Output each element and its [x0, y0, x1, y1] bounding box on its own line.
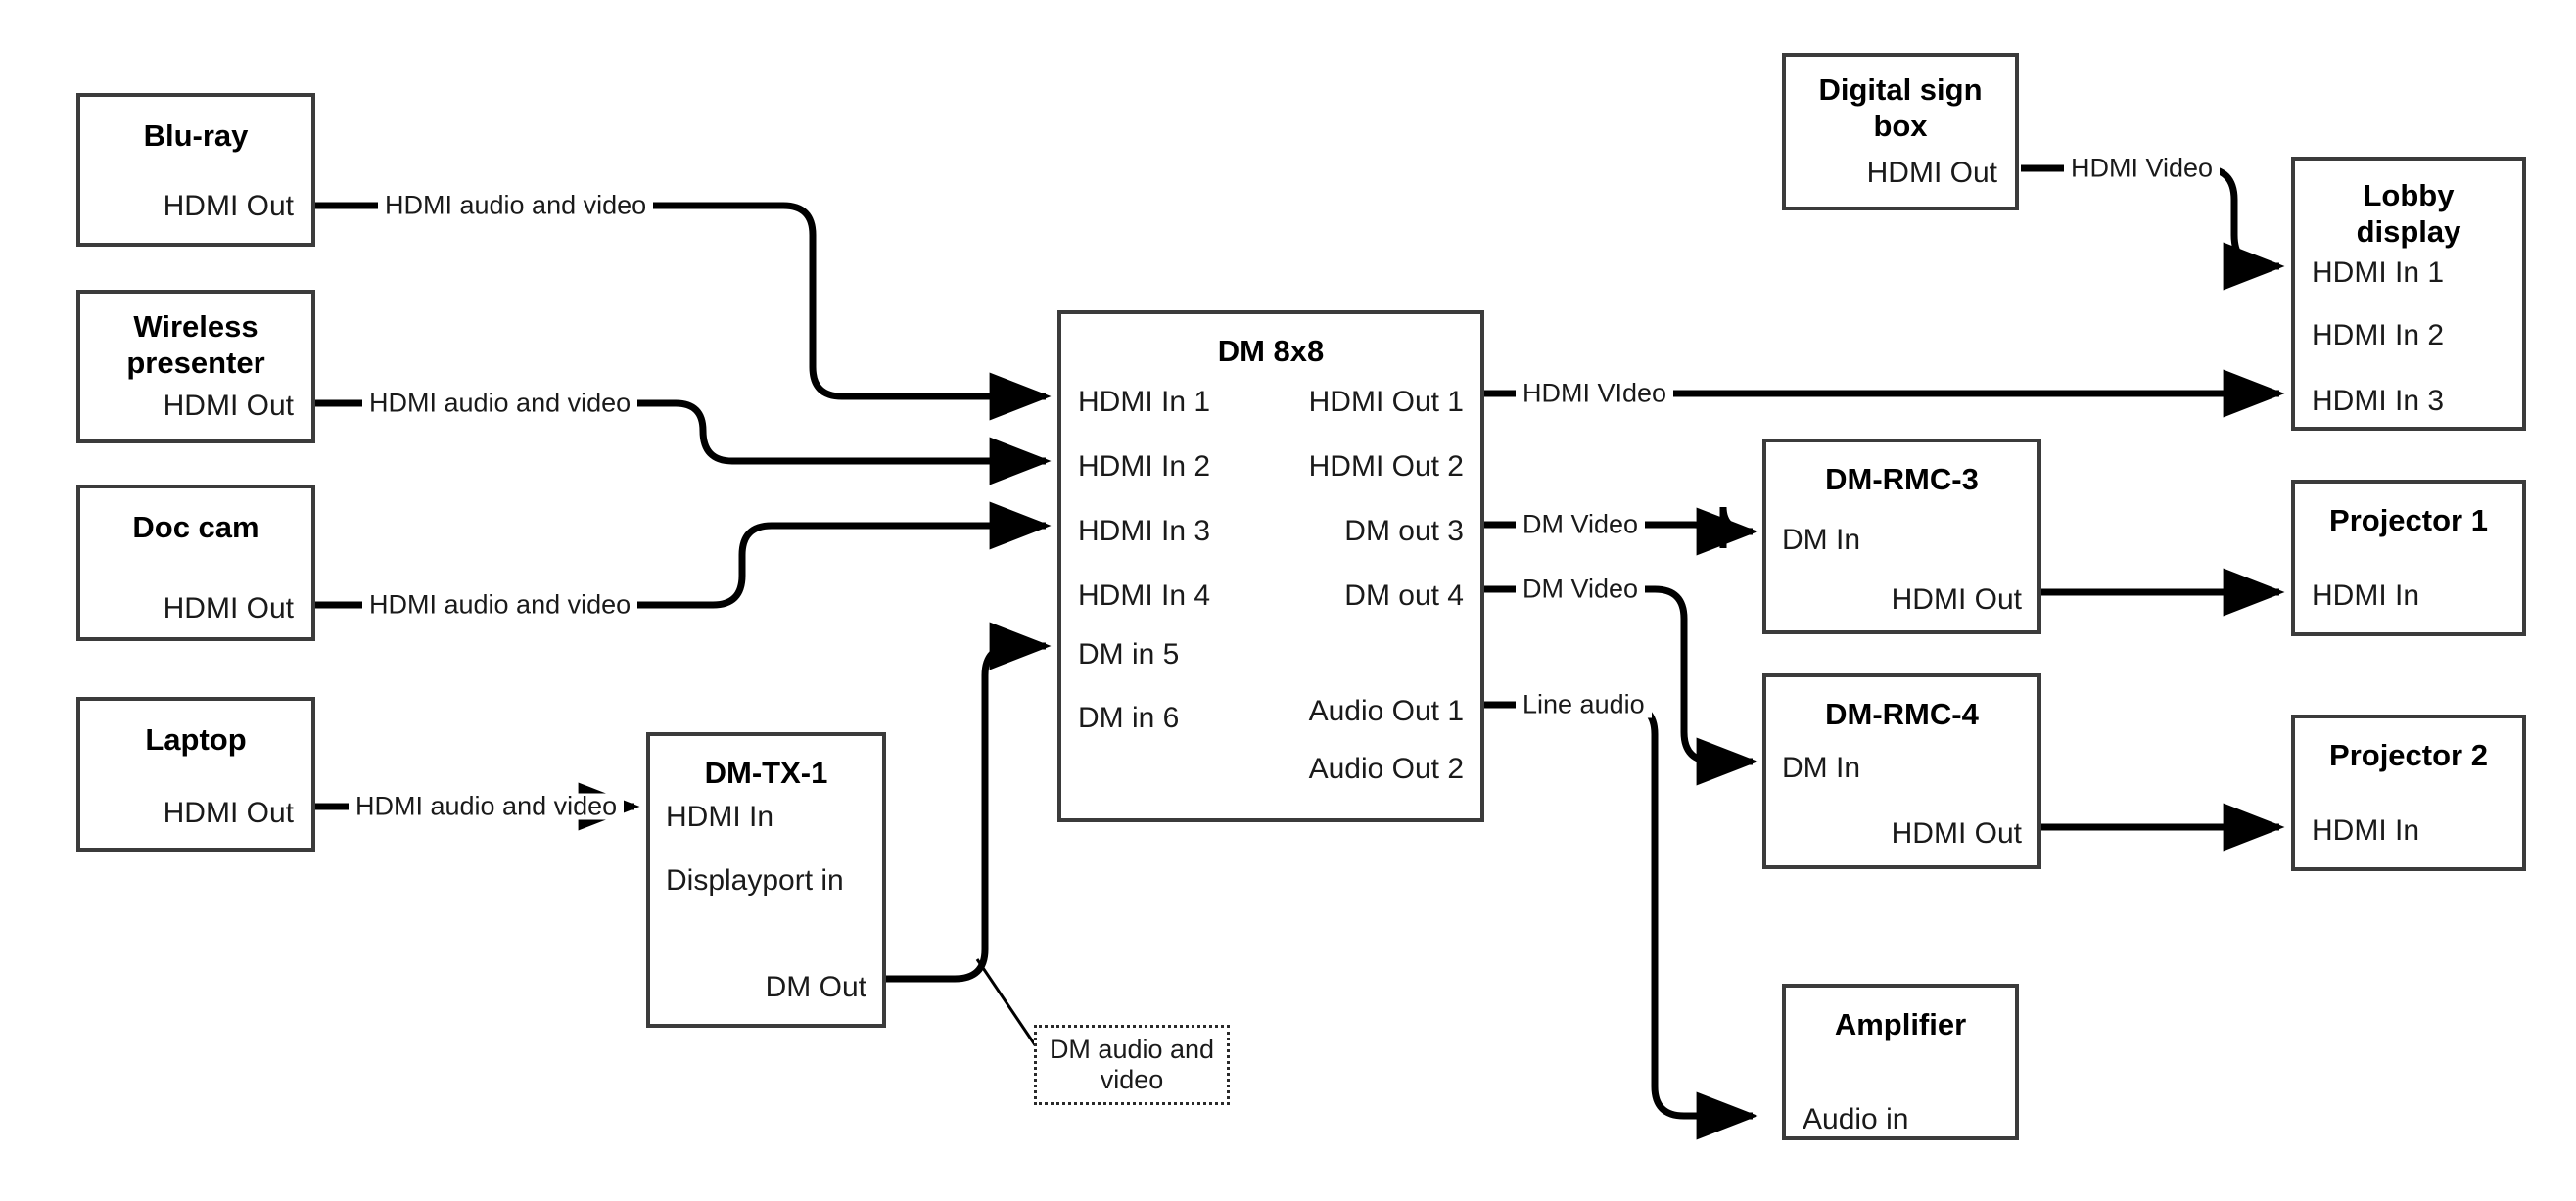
port-doc-cam-hdmi-out: HDMI Out: [163, 592, 294, 624]
wire-label-wireless: HDMI audio and video: [362, 390, 638, 417]
port-dm-rmc-4-dm-in: DM In: [1782, 752, 1861, 784]
port-dm-8x8-hdmi-in-4: HDMI In 4: [1078, 579, 1211, 612]
node-doc-cam[interactable]: Doc cam HDMI Out: [76, 485, 315, 641]
node-bluray[interactable]: Blu-ray HDMI Out: [76, 93, 315, 247]
port-lobby-display-hdmi-in-2: HDMI In 2: [2312, 319, 2445, 351]
node-amplifier[interactable]: Amplifier Audio in: [1782, 984, 2019, 1140]
note-dm-audio-and-video-text: DM audio and video: [1049, 1034, 1215, 1094]
node-projector-1-title: Projector 1: [2329, 503, 2488, 537]
wire-label-line-audio: Line audio: [1516, 691, 1652, 718]
port-dm-8x8-hdmi-in-2: HDMI In 2: [1078, 450, 1211, 483]
port-laptop-hdmi-out: HDMI Out: [163, 797, 294, 829]
wire-bluray-to-dm-in1: [315, 202, 1052, 421]
wire-dm-audioout1-to-amplifier: [1484, 701, 1758, 1140]
wire-label-bluray: HDMI audio and video: [378, 192, 654, 219]
node-laptop[interactable]: Laptop HDMI Out: [76, 697, 315, 852]
node-dm-tx-1[interactable]: DM-TX-1 HDMI In Displayport in DM Out: [646, 732, 886, 1028]
wire-label-laptop: HDMI audio and video: [349, 793, 625, 820]
wire-wireless-to-dm-in2: [315, 399, 1052, 485]
port-lobby-display-hdmi-in-3: HDMI In 3: [2312, 385, 2445, 417]
node-amplifier-title: Amplifier: [1834, 1007, 1967, 1041]
node-dm-8x8[interactable]: DM 8x8 HDMI In 1 HDMI In 2 HDMI In 3 HDM…: [1057, 310, 1484, 822]
port-lobby-display-hdmi-in-1: HDMI In 1: [2312, 256, 2445, 289]
port-dm-8x8-audio-out-1: Audio Out 1: [1308, 695, 1464, 727]
node-digital-sign-box[interactable]: Digital sign box HDMI Out: [1782, 53, 2019, 210]
port-projector-1-hdmi-in: HDMI In: [2312, 579, 2420, 612]
wire-label-doccam: HDMI audio and video: [362, 591, 638, 619]
wire-sign-to-lobby-in1: [2021, 164, 2285, 291]
node-laptop-title: Laptop: [145, 722, 247, 757]
wire-label-dm-video-3: DM Video: [1516, 511, 1646, 538]
node-wireless-presenter[interactable]: Wireless presenter HDMI Out: [76, 290, 315, 443]
node-dm-rmc-3-title: DM-RMC-3: [1825, 462, 1979, 496]
node-projector-2-title: Projector 2: [2329, 738, 2488, 772]
port-dm-tx-1-dm-out: DM Out: [765, 971, 866, 1003]
port-dm-8x8-audio-out-2: Audio Out 2: [1308, 753, 1464, 785]
port-dm-tx-1-hdmi-in: HDMI In: [666, 801, 774, 833]
node-dm-rmc-4-title: DM-RMC-4: [1825, 697, 1979, 731]
node-dm-tx-1-title: DM-TX-1: [704, 756, 828, 790]
note-dm-audio-and-video: DM audio and video: [1034, 1025, 1230, 1105]
port-projector-2-hdmi-in: HDMI In: [2312, 814, 2420, 847]
port-dm-8x8-hdmi-out-1: HDMI Out 1: [1308, 386, 1464, 418]
port-dm-8x8-dm-in-6: DM in 6: [1078, 702, 1180, 734]
node-lobby-display-title: Lobby display: [2356, 178, 2461, 249]
port-dm-8x8-dm-in-5: DM in 5: [1078, 638, 1180, 670]
node-bluray-title: Blu-ray: [143, 118, 249, 153]
wire-label-sign-hdmi-video: HDMI Video: [2064, 155, 2221, 182]
node-dm-rmc-4[interactable]: DM-RMC-4 DM In HDMI Out: [1762, 673, 2041, 869]
node-projector-1[interactable]: Projector 1 HDMI In: [2291, 480, 2526, 636]
port-digital-sign-box-hdmi-out: HDMI Out: [1866, 157, 1997, 189]
leader-line-dm-audio-video-note: [975, 958, 1040, 1050]
node-lobby-display[interactable]: Lobby display HDMI In 1 HDMI In 2 HDMI I…: [2291, 157, 2526, 431]
port-bluray-hdmi-out: HDMI Out: [163, 190, 294, 222]
port-dm-rmc-3-dm-in: DM In: [1782, 524, 1861, 556]
wire-label-hdmi-video-out1: HDMI VIdeo: [1516, 380, 1674, 407]
port-wireless-presenter-hdmi-out: HDMI Out: [163, 390, 294, 422]
port-dm-tx-1-displayport-in: Displayport in: [666, 864, 844, 897]
wire-doccam-to-dm-in3: [315, 501, 1052, 609]
port-dm-8x8-dm-out-4: DM out 4: [1344, 579, 1464, 612]
port-dm-8x8-hdmi-out-2: HDMI Out 2: [1308, 450, 1464, 483]
port-dm-8x8-hdmi-in-3: HDMI In 3: [1078, 515, 1211, 547]
node-projector-2[interactable]: Projector 2 HDMI In: [2291, 715, 2526, 871]
wire-dm-dmout4-to-rmc4: [1484, 585, 1758, 786]
node-doc-cam-title: Doc cam: [132, 510, 259, 544]
wire-label-dm-video-4: DM Video: [1516, 576, 1646, 603]
port-dm-8x8-dm-out-3: DM out 3: [1344, 515, 1464, 547]
port-dm-8x8-hdmi-in-1: HDMI In 1: [1078, 386, 1211, 418]
port-dm-rmc-3-hdmi-out: HDMI Out: [1891, 583, 2022, 616]
node-dm-rmc-3[interactable]: DM-RMC-3 DM In HDMI Out: [1762, 439, 2041, 634]
node-wireless-presenter-title: Wireless presenter: [126, 309, 265, 380]
wire-dm-dmout3-to-rmc3: [1484, 506, 1758, 556]
port-dm-rmc-4-hdmi-out: HDMI Out: [1891, 817, 2022, 850]
node-dm-8x8-title: DM 8x8: [1217, 334, 1325, 368]
port-amplifier-audio-in: Audio in: [1803, 1103, 1909, 1135]
node-digital-sign-box-title: Digital sign box: [1818, 72, 1983, 143]
wire-tx-dmout-to-dm-in5: [886, 622, 1052, 983]
